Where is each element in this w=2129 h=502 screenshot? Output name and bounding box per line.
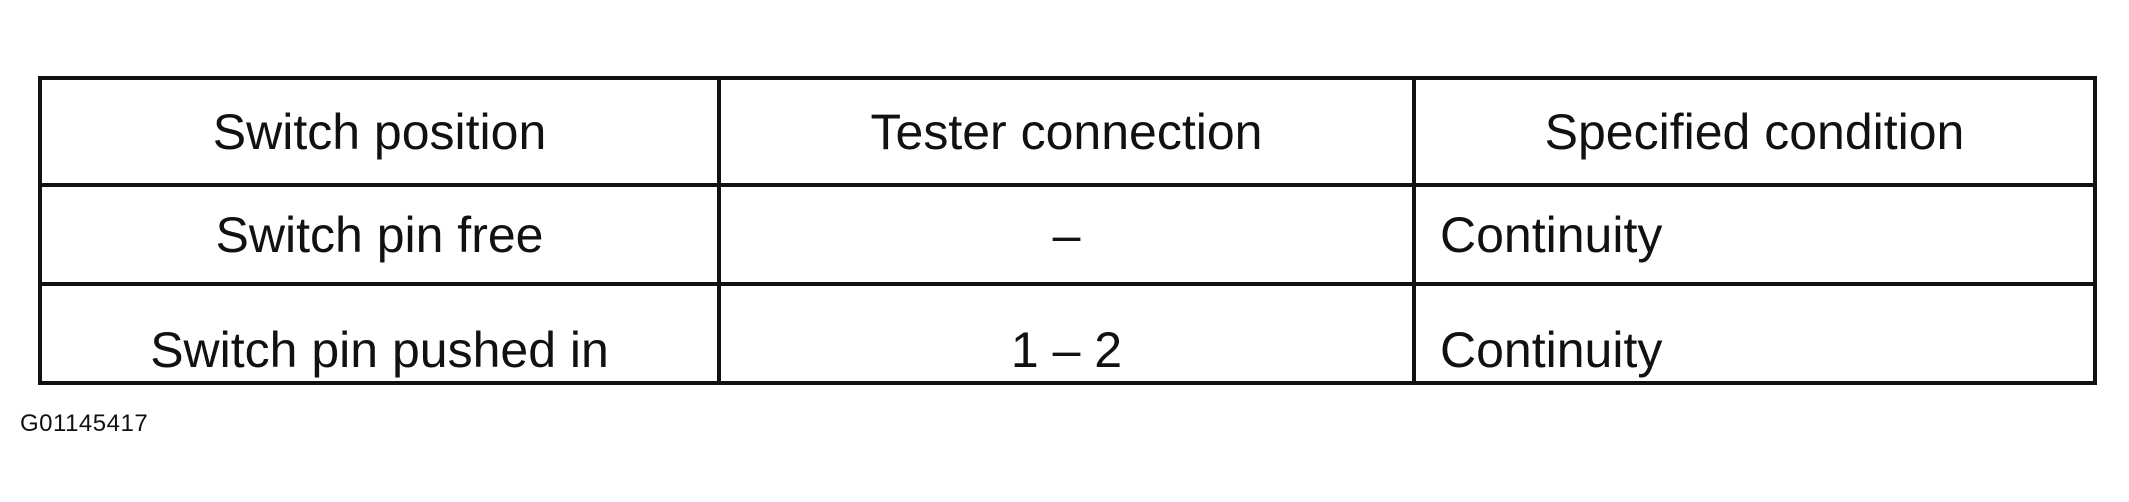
cell-specified-condition: Continuity bbox=[1412, 282, 2097, 385]
cell-specified-condition: Continuity bbox=[1412, 183, 2097, 286]
table-row: Switch pin free – Continuity bbox=[38, 183, 2097, 286]
figure-id: G01145417 bbox=[20, 410, 149, 437]
header-switch-position: Switch position bbox=[38, 76, 721, 187]
cell-switch-position: Switch pin pushed in bbox=[38, 282, 721, 385]
header-row: Switch position Tester connection Specif… bbox=[38, 76, 2097, 187]
table-row: Switch pin pushed in 1 – 2 Continuity bbox=[38, 282, 2097, 385]
header-tester-connection: Tester connection bbox=[717, 76, 1416, 187]
header-specified-condition: Specified condition bbox=[1412, 76, 2097, 187]
cell-switch-position: Switch pin free bbox=[38, 183, 721, 286]
cell-tester-connection: 1 – 2 bbox=[717, 282, 1416, 385]
inspection-table: Switch position Tester connection Specif… bbox=[38, 76, 2097, 385]
cell-tester-connection: – bbox=[717, 183, 1416, 286]
